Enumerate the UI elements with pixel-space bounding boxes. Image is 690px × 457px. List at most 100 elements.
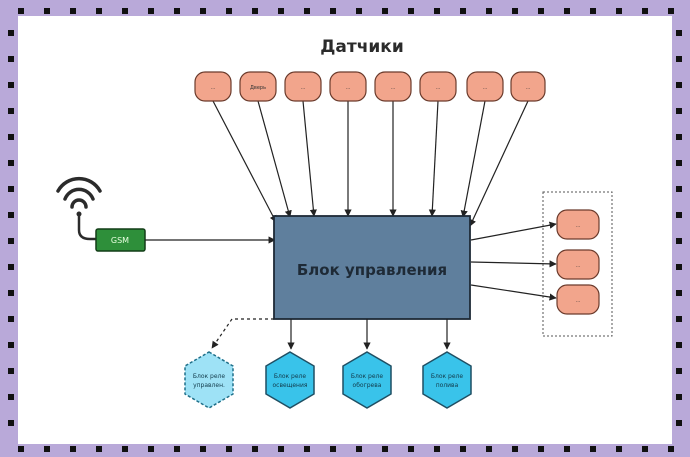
border-dot bbox=[8, 264, 14, 270]
gsm-module: GSM bbox=[95, 228, 146, 252]
border-dot bbox=[44, 8, 50, 14]
border-dot bbox=[174, 8, 180, 14]
output-1: ... bbox=[556, 209, 600, 240]
sensor-connectors bbox=[212, 100, 529, 227]
border-dot bbox=[8, 368, 14, 374]
sensor-6-label: ... bbox=[436, 85, 441, 91]
border-dot bbox=[148, 8, 154, 14]
border-dot bbox=[616, 8, 622, 14]
border-dot bbox=[512, 446, 518, 452]
border-dot bbox=[676, 264, 682, 270]
relay-block-lighting: Блок реле освещения bbox=[265, 351, 315, 409]
border-dot bbox=[676, 316, 682, 322]
border-dot bbox=[642, 446, 648, 452]
control-unit-label: Блок управления bbox=[297, 261, 447, 279]
border-dot bbox=[642, 8, 648, 14]
border-dot bbox=[434, 8, 440, 14]
border-dot bbox=[18, 446, 24, 452]
border-dot bbox=[676, 108, 682, 114]
border-dot bbox=[70, 8, 76, 14]
border-dot bbox=[564, 8, 570, 14]
border-dot bbox=[616, 446, 622, 452]
sensor-7: ... bbox=[466, 71, 504, 102]
border-dot bbox=[8, 212, 14, 218]
sensor-4: ... bbox=[329, 71, 367, 102]
sensor-3: ... bbox=[284, 71, 322, 102]
relay-block-heating-line2: обогрева bbox=[353, 382, 382, 389]
sensor-7-label: ... bbox=[483, 85, 488, 91]
border-dot bbox=[8, 186, 14, 192]
sensor-5-label: ... bbox=[391, 85, 396, 91]
border-dot bbox=[408, 8, 414, 14]
output-2: ... bbox=[556, 249, 600, 280]
relay-block-lighting-line1: Блок реле bbox=[274, 373, 306, 380]
border-dot bbox=[590, 446, 596, 452]
border-dot bbox=[278, 446, 284, 452]
border-dot bbox=[486, 446, 492, 452]
border-dot bbox=[148, 446, 154, 452]
border-dot bbox=[564, 446, 570, 452]
border-dot bbox=[200, 446, 206, 452]
border-dot bbox=[304, 446, 310, 452]
border-dot bbox=[8, 238, 14, 244]
diagram-title: Датчики bbox=[320, 37, 404, 57]
wireless-signal-icon bbox=[56, 176, 102, 241]
border-dot bbox=[8, 394, 14, 400]
border-dot bbox=[8, 134, 14, 140]
border-dot bbox=[668, 8, 674, 14]
sensor-1-label: ... bbox=[211, 85, 216, 91]
control-unit: Блок управления bbox=[273, 215, 471, 320]
border-dot bbox=[676, 368, 682, 374]
border-dot bbox=[330, 446, 336, 452]
output-connectors bbox=[470, 221, 557, 301]
relay-block-watering: Блок реле полива bbox=[422, 351, 472, 409]
border-dot bbox=[538, 8, 544, 14]
sensor-4-label: ... bbox=[346, 85, 351, 91]
sensor-2-label: Дверь bbox=[250, 85, 266, 91]
border-dot bbox=[96, 8, 102, 14]
border-dot bbox=[512, 8, 518, 14]
border-dot bbox=[44, 446, 50, 452]
border-dot bbox=[8, 82, 14, 88]
output-1-label: ... bbox=[576, 223, 581, 229]
border-dot bbox=[356, 446, 362, 452]
border-dot bbox=[304, 8, 310, 14]
output-3-label: ... bbox=[576, 298, 581, 304]
border-dot bbox=[434, 446, 440, 452]
border-dot bbox=[8, 108, 14, 114]
border-dot bbox=[70, 446, 76, 452]
border-dot bbox=[8, 160, 14, 166]
border-dot bbox=[676, 420, 682, 426]
border-dot bbox=[676, 160, 682, 166]
border-dot bbox=[8, 290, 14, 296]
border-dot bbox=[676, 82, 682, 88]
output-2-label: ... bbox=[576, 263, 581, 269]
sensor-8-label: ... bbox=[526, 85, 531, 91]
border-dot bbox=[8, 316, 14, 322]
relay-connectors bbox=[211, 318, 451, 350]
border-dot bbox=[676, 238, 682, 244]
border-dot bbox=[8, 342, 14, 348]
sensor-2: Дверь bbox=[239, 71, 277, 102]
border-dot bbox=[200, 8, 206, 14]
relay-block-control: Блок реле управлен. bbox=[184, 351, 234, 409]
border-dot bbox=[676, 394, 682, 400]
border-dot bbox=[590, 8, 596, 14]
border-dot bbox=[668, 446, 674, 452]
relay-block-watering-line1: Блок реле bbox=[431, 373, 463, 380]
border-dot bbox=[676, 30, 682, 36]
gsm-label: GSM bbox=[111, 236, 129, 245]
border-dot bbox=[382, 446, 388, 452]
border-dot bbox=[676, 56, 682, 62]
border-dot bbox=[18, 8, 24, 14]
border-dot bbox=[252, 8, 258, 14]
border-dot bbox=[460, 8, 466, 14]
border-dot bbox=[174, 446, 180, 452]
border-dot bbox=[122, 446, 128, 452]
sensor-3-label: ... bbox=[301, 85, 306, 91]
relay-block-lighting-line2: освещения bbox=[273, 382, 308, 389]
relay-block-control-line1: Блок реле bbox=[193, 373, 225, 380]
border-dot bbox=[226, 8, 232, 14]
border-dot bbox=[226, 446, 232, 452]
